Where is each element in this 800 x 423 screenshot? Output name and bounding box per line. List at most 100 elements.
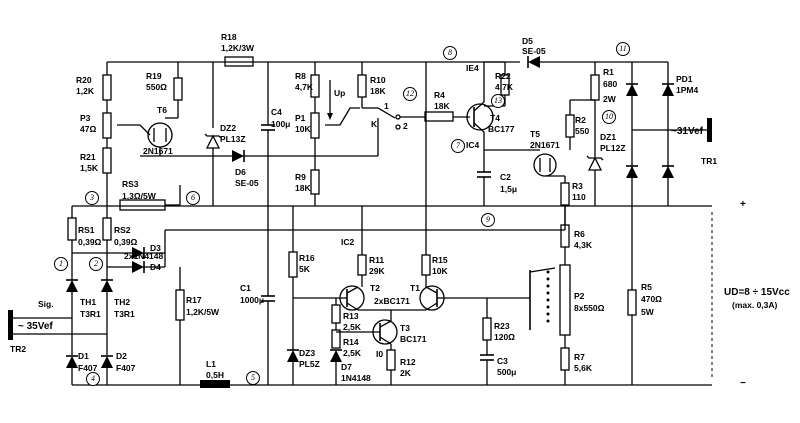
switch-pos2: 2 (403, 121, 408, 131)
r11-resistor (357, 206, 367, 287)
t2-transistor (293, 285, 365, 311)
dz3-zener (287, 349, 299, 385)
d3-d4-diodes (72, 206, 566, 273)
test-point-13: 13 (491, 94, 505, 108)
r5-value-ohms: 470Ω (641, 294, 662, 304)
d6-label: D6 (235, 167, 246, 177)
c4-capacitor (261, 62, 275, 385)
r20-value: 1,2K (76, 86, 94, 96)
c4-value: 100μ (271, 119, 291, 129)
r16-value: 5K (299, 264, 310, 274)
t1-transistor (358, 285, 530, 311)
p1-label: P1 (295, 113, 306, 123)
r1-value-watts: 2W (603, 94, 616, 104)
c4-label: C4 (271, 107, 282, 117)
r22-label: R22 (495, 71, 511, 81)
dz2-zener (204, 62, 222, 206)
r2-label: R2 (575, 115, 586, 125)
r7-value: 5,6K (574, 363, 592, 373)
output-current-note: (max. 0,3A) (732, 300, 778, 310)
i0-label: I0 (376, 349, 384, 359)
dz2-value: PL13Z (220, 134, 246, 144)
rs3-label: RS3 (122, 179, 139, 189)
d2-diode (101, 355, 113, 385)
r23-resistor (482, 298, 492, 355)
r7-resistor (560, 335, 570, 385)
c3-capacitor (480, 354, 494, 385)
r11-value: 29K (369, 266, 385, 276)
d6-diode (205, 118, 379, 162)
c1-label: C1 (240, 283, 251, 293)
test-point-11: 11 (616, 42, 630, 56)
test-point-7: 7 (451, 139, 465, 153)
r18-value: 1,2K/3W (221, 43, 255, 53)
pd1-value: 1PM4 (676, 85, 699, 95)
rs3-value: 1,3Ω/5W (122, 191, 156, 201)
th2-thyristor (101, 279, 113, 355)
r15-label: R15 (432, 255, 448, 265)
r1-label: R1 (603, 67, 614, 77)
r15-resistor (421, 62, 431, 287)
r10-value: 18K (370, 86, 386, 96)
test-point-4: 4 (86, 372, 100, 386)
p1-value: 10K (295, 124, 311, 134)
r3-label: R3 (572, 181, 583, 191)
d3-label: D3 (150, 243, 161, 253)
d6-value: SE-05 (235, 178, 259, 188)
r11-label: R11 (369, 255, 385, 265)
d5-diode (527, 56, 540, 68)
tr1-label: TR1 (701, 156, 718, 166)
r23-value: 120Ω (494, 332, 515, 342)
dz1-zener (586, 155, 604, 206)
r8-label: R8 (295, 71, 306, 81)
r10-label: R10 (370, 75, 386, 85)
r4-value: 18K (434, 101, 450, 111)
th1-thyristor (66, 279, 78, 355)
test-point-1: 1 (54, 257, 68, 271)
t1-t2-value: 2xBC171 (374, 296, 410, 306)
rs1-resistor (67, 206, 77, 280)
t1-label: T1 (410, 283, 420, 293)
bridge-rectifier (626, 62, 674, 206)
r10-switch (357, 62, 425, 130)
th2-value: T3R1 (114, 309, 135, 319)
d1-diode (66, 355, 78, 385)
tr2-voltage: ~ 35Vef (18, 321, 53, 332)
t5-transistor (533, 153, 565, 177)
plus-terminal: + (740, 199, 746, 210)
test-point-10: 10 (602, 110, 616, 124)
r5-label: R5 (641, 282, 652, 292)
r9-label: R9 (295, 172, 306, 182)
th1-value: T3R1 (80, 309, 101, 319)
t5-label: T5 (530, 129, 540, 139)
r14-label: R14 (343, 337, 359, 347)
rs2-resistor (102, 206, 112, 280)
p2-label: P2 (574, 291, 585, 301)
r4-label: R4 (434, 90, 445, 100)
test-point-5: 5 (246, 371, 260, 385)
r6-label: R6 (574, 229, 585, 239)
p2-switch-resistor (529, 264, 571, 336)
r17-resistor (175, 267, 185, 385)
r12-value: 2K (400, 368, 411, 378)
r6-resistor (560, 206, 570, 265)
r16-resistor (288, 206, 298, 350)
r18-label: R18 (221, 32, 237, 42)
p2-value: 8x550Ω (574, 303, 605, 313)
switch-pos1: 1 (384, 101, 389, 111)
t2-label: T2 (370, 283, 380, 293)
r16-label: R16 (299, 253, 315, 263)
r9-value: 18K (295, 183, 311, 193)
pd1-label: PD1 (676, 74, 693, 84)
t3-transistor (336, 310, 398, 350)
r6-value: 4,3K (574, 240, 592, 250)
p3-value: 47Ω (80, 124, 97, 134)
dz3-value: PL5Z (299, 359, 320, 369)
tr1-voltage: ~31Vef (671, 126, 703, 137)
c3-value: 500μ (497, 367, 517, 377)
d7-diode (330, 349, 342, 385)
r19-label: R19 (146, 71, 162, 81)
tr1-transformer (668, 118, 712, 142)
tr2-label: TR2 (10, 344, 27, 354)
